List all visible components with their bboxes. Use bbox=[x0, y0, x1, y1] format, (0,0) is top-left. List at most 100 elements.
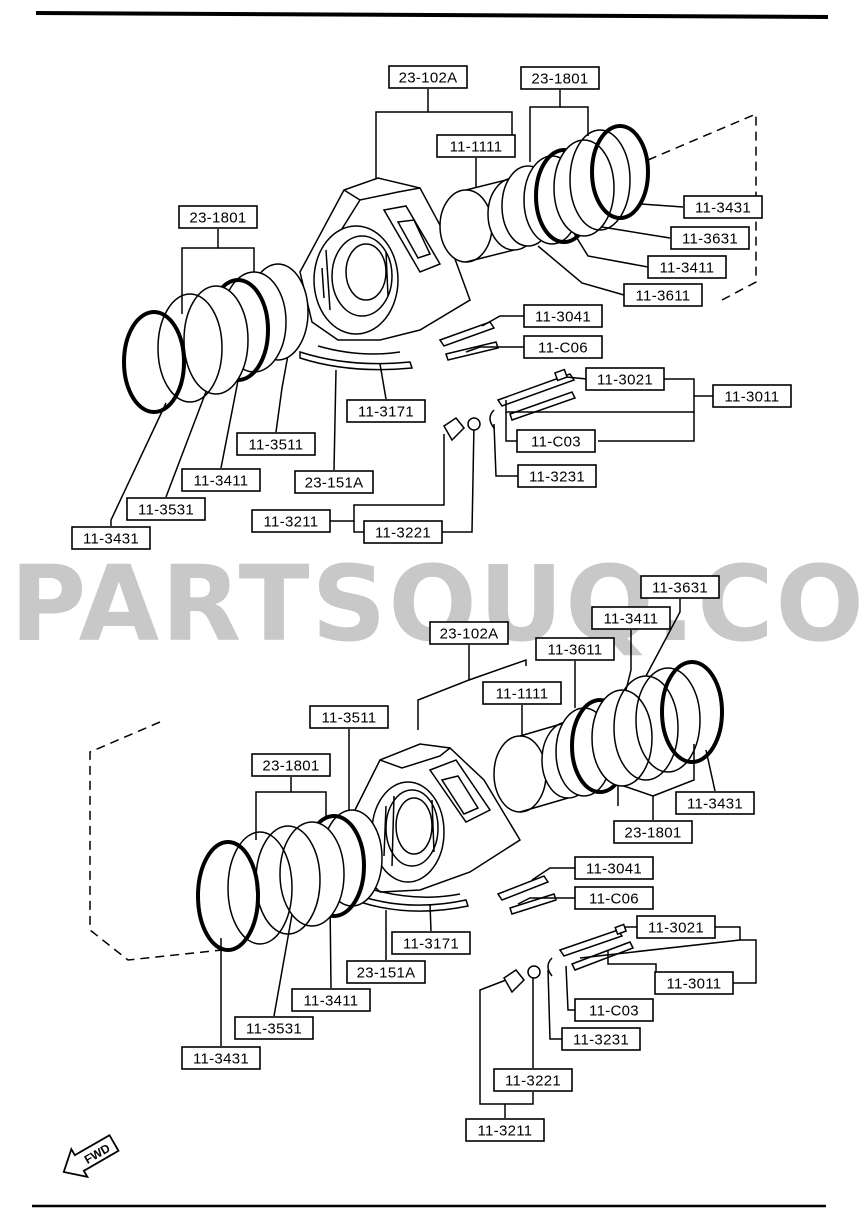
part-callout-box bbox=[647, 255, 727, 279]
part-number-label: 11-3041 bbox=[535, 309, 591, 326]
part-callout-11-3021: 11-3021 bbox=[636, 915, 716, 939]
part-callout-box bbox=[585, 367, 665, 391]
top-left-rings bbox=[122, 263, 309, 414]
watermark-text: PARTSOUQ.COM bbox=[10, 543, 864, 665]
part-callout-box bbox=[561, 1027, 641, 1051]
part-number-label: 11-3231 bbox=[529, 469, 585, 486]
part-number-label: 11-3221 bbox=[505, 1073, 561, 1090]
part-callout-11-c06: 11-C06 bbox=[523, 335, 603, 359]
part-callout-box bbox=[574, 856, 654, 880]
part-number-label: 11-3411 bbox=[604, 611, 659, 628]
part-callout-11-1111: 11-1111 bbox=[436, 134, 516, 158]
part-number-label: 11-C03 bbox=[531, 434, 581, 451]
top-assembly: 23-102A23-180111-111111-343123-180111-36… bbox=[71, 65, 792, 550]
part-callout-box bbox=[181, 1046, 261, 1070]
part-callout-box bbox=[236, 432, 316, 456]
part-number-label: 11-3611 bbox=[548, 642, 603, 659]
part-callout-box bbox=[613, 820, 693, 844]
part-callout-box bbox=[346, 960, 426, 984]
part-callout-box bbox=[516, 429, 596, 453]
part-number-label: 23-102A bbox=[440, 626, 499, 643]
part-callout-box bbox=[465, 1118, 545, 1142]
part-callout-box bbox=[482, 681, 562, 705]
part-callout-box bbox=[126, 497, 206, 521]
part-callout-11-3611: 11-3611 bbox=[535, 637, 615, 661]
part-number-label: 11-3011 bbox=[725, 389, 780, 406]
part-callout-11-3411: 11-3411 bbox=[291, 988, 371, 1012]
part-number-label: 11-3431 bbox=[83, 531, 139, 548]
part-number-label: 11-3171 bbox=[403, 936, 459, 953]
part-callout-11-c06: 11-C06 bbox=[574, 886, 654, 910]
part-number-label: 11-3021 bbox=[648, 920, 704, 937]
part-callout-box bbox=[574, 886, 654, 910]
part-callout-11-3411: 11-3411 bbox=[647, 255, 727, 279]
bottom-assembly: 11-3631 11-3411 23-102A 11-3611 11-1111 11-35… bbox=[89, 575, 757, 1142]
bottom-part-labels: 11-3631 11-3411 23-102A 11-3611 11-1111 11-35… bbox=[181, 575, 755, 1142]
bottom-rotor-housing bbox=[349, 743, 522, 893]
bottom-left-rings bbox=[196, 809, 383, 952]
part-callout-11-3631: 11-3631 bbox=[670, 226, 750, 250]
part-callout-23-1801: 23-1801 bbox=[178, 205, 258, 229]
part-callout-box bbox=[670, 226, 750, 250]
part-callout-box bbox=[309, 705, 389, 729]
part-number-label: 11-C06 bbox=[538, 340, 588, 357]
part-callout-box bbox=[71, 526, 151, 550]
part-callout-box bbox=[675, 791, 755, 815]
part-callout-23-151a: 23-151A bbox=[346, 960, 426, 984]
part-callout-23-1801: 23-1801 bbox=[251, 753, 331, 777]
part-callout-11-1111: 11-1111 bbox=[482, 681, 562, 705]
part-callout-11-3221: 11-3221 bbox=[493, 1068, 573, 1092]
part-number-label: 11-3431 bbox=[687, 796, 743, 813]
part-number-label: 11-3611 bbox=[636, 288, 691, 305]
part-callout-11-3231: 11-3231 bbox=[517, 464, 597, 488]
part-callout-11-3431: 11-3431 bbox=[181, 1046, 261, 1070]
part-callout-11-3211: 11-3211 bbox=[251, 509, 331, 533]
part-callout-box bbox=[181, 468, 261, 492]
part-callout-box bbox=[520, 66, 600, 90]
part-number-label: 11-1111 bbox=[450, 139, 503, 156]
part-number-label: 11-3411 bbox=[660, 260, 715, 277]
part-callout-11-3171: 11-3171 bbox=[391, 931, 471, 955]
part-callout-box bbox=[654, 971, 734, 995]
part-number-label: 11-3211 bbox=[478, 1123, 533, 1140]
part-callout-23-1801: 23-1801 bbox=[520, 66, 600, 90]
part-callout-box bbox=[591, 606, 671, 630]
part-callout-11-3011: 11-3011 bbox=[712, 384, 792, 408]
bottom-right-rings bbox=[555, 660, 724, 797]
part-callout-box bbox=[636, 915, 716, 939]
part-callout-box bbox=[623, 283, 703, 307]
part-callout-box bbox=[523, 304, 603, 328]
part-number-label: 11-3511 bbox=[249, 437, 304, 454]
part-number-label: 11-3411 bbox=[194, 473, 249, 490]
part-number-label: 11-3231 bbox=[573, 1032, 629, 1049]
part-number-label: 11-3171 bbox=[358, 404, 414, 421]
part-number-label: 11-3531 bbox=[138, 502, 194, 519]
part-callout-23-102a: 23-102A bbox=[429, 621, 509, 645]
part-callout-11-c03: 11-C03 bbox=[516, 429, 596, 453]
part-callout-11-3011: 11-3011 bbox=[654, 971, 734, 995]
top-right-rings bbox=[501, 124, 650, 247]
part-callout-box bbox=[251, 753, 331, 777]
part-number-label: 11-3411 bbox=[304, 993, 359, 1010]
part-number-label: 11-3511 bbox=[322, 710, 377, 727]
part-callout-11-3431: 11-3431 bbox=[71, 526, 151, 550]
part-callout-11-3411: 11-3411 bbox=[591, 606, 671, 630]
part-callout-11-c03: 11-C03 bbox=[574, 998, 654, 1022]
part-callout-box bbox=[712, 384, 792, 408]
part-callout-11-3041: 11-3041 bbox=[523, 304, 603, 328]
part-callout-box bbox=[388, 65, 468, 89]
part-number-label: 11-C03 bbox=[589, 1003, 639, 1020]
part-callout-box bbox=[363, 520, 443, 544]
part-callout-box bbox=[523, 335, 603, 359]
part-callout-11-3531: 11-3531 bbox=[126, 497, 206, 521]
part-number-label: 11-3021 bbox=[597, 372, 653, 389]
part-number-label: 23-1801 bbox=[189, 210, 246, 227]
part-number-label: 11-3631 bbox=[652, 580, 708, 597]
part-number-label: 23-151A bbox=[357, 965, 416, 982]
part-callout-11-3431: 11-3431 bbox=[675, 791, 755, 815]
part-number-label: 11-3631 bbox=[682, 231, 738, 248]
part-callout-box bbox=[574, 998, 654, 1022]
part-callout-box bbox=[251, 509, 331, 533]
